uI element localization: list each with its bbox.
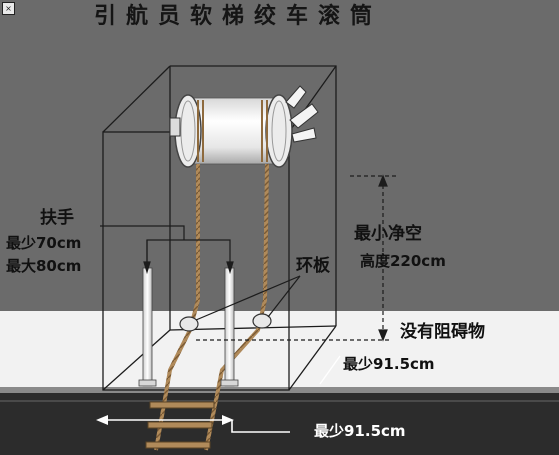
clearance-title-label: 最小净空 [354, 224, 422, 244]
handrail-label: 扶手 [40, 208, 74, 228]
clearance-height-dimension [196, 174, 398, 342]
corner-mark-icon: × [2, 2, 15, 15]
no-obstruction-label: 没有阻碍物 [400, 322, 485, 342]
diagram-title: 引航员软梯绞车滚筒 [94, 4, 383, 29]
side-distance-leader [319, 355, 341, 385]
ladder-steps [145, 401, 215, 449]
ring-plate-label: 环板 [296, 256, 330, 276]
min-distance-right-label: 最少91.5cm [343, 355, 435, 373]
ring-plates [179, 313, 272, 332]
handrail-min-label: 最少70cm [6, 234, 82, 252]
clearance-height-label: 高度220cm [360, 252, 446, 270]
ring-plate-leaders [195, 275, 301, 321]
handrail-max-label: 最大80cm [6, 257, 82, 275]
floor-band [0, 311, 559, 387]
min-distance-bottom-label: 最少91.5cm [314, 422, 406, 440]
clearance-frame [102, 65, 337, 391]
winch-drum [169, 85, 319, 168]
bottom-distance-arrow [100, 419, 290, 433]
deck [0, 387, 559, 455]
handrail-height-dimension [100, 225, 234, 275]
